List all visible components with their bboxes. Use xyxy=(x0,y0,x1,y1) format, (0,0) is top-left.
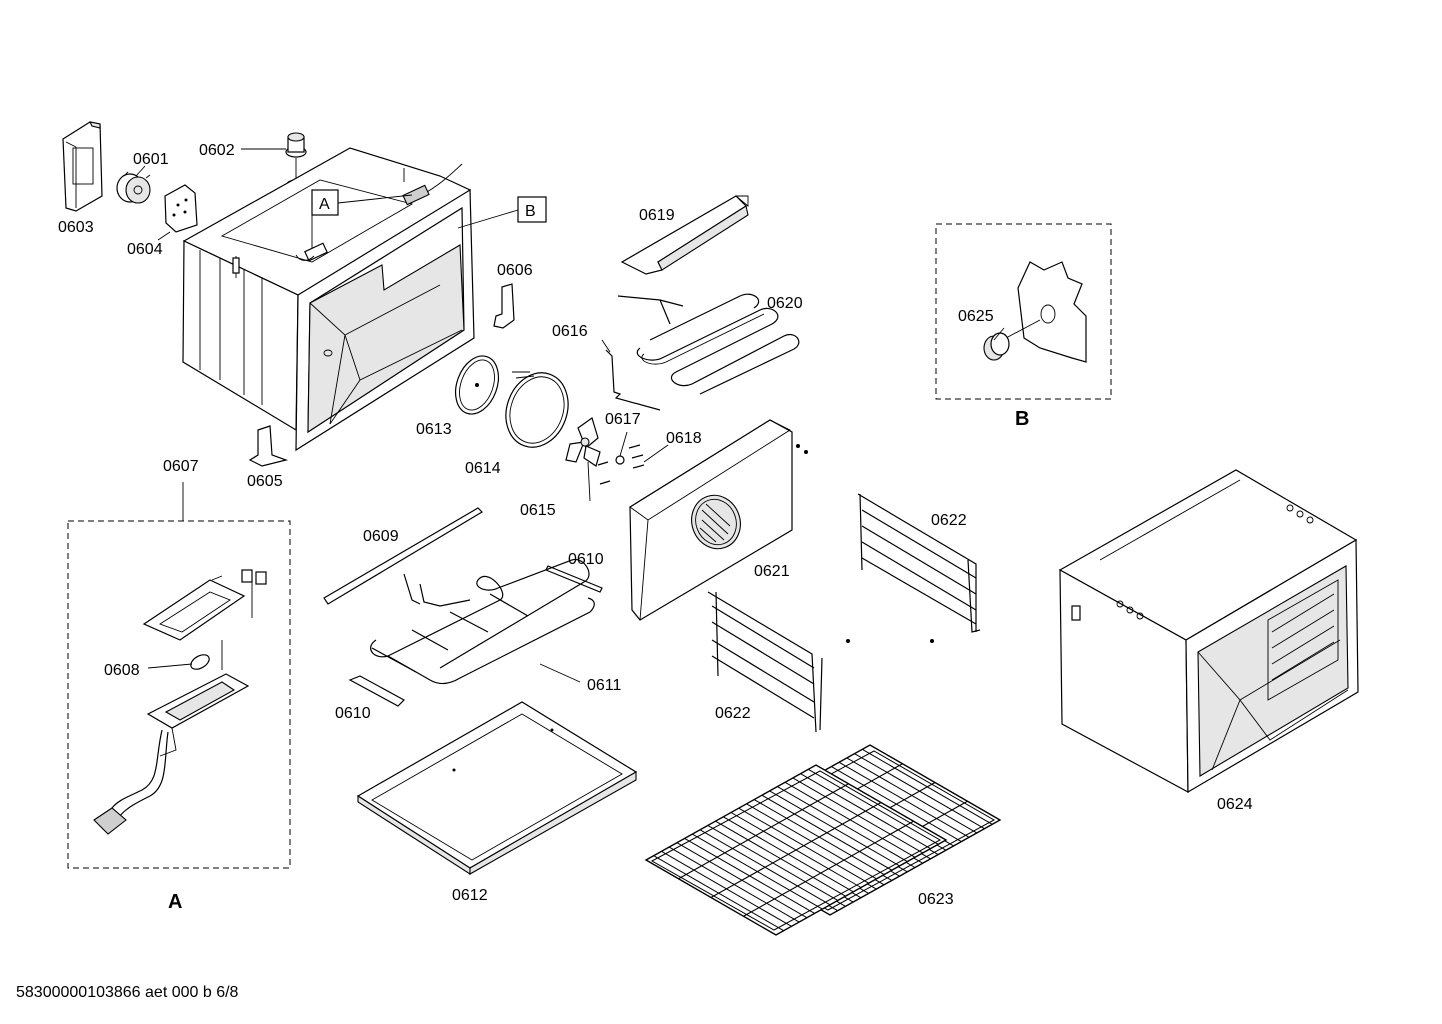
callout-0608: 0608 xyxy=(104,662,140,679)
callout-0610-top: 0610 xyxy=(568,551,604,568)
part-0604-plate xyxy=(164,184,198,233)
document-footer-id: 58300000103866 aet 000 b 6/8 xyxy=(16,984,239,1001)
tag-b-box xyxy=(517,196,547,223)
callout-0622-right: 0622 xyxy=(931,512,967,529)
part-0605-bracket xyxy=(248,425,289,467)
part-0613-fan-cover xyxy=(454,355,500,415)
part-0610-clip-top xyxy=(545,565,603,593)
rack-crossbar xyxy=(678,783,849,880)
part-0623-racks xyxy=(644,744,1002,936)
part-0614-ring-element xyxy=(505,371,569,448)
callout-0605: 0605 xyxy=(247,473,283,490)
part-0612-tray xyxy=(356,701,638,876)
callout-0606: 0606 xyxy=(497,262,533,279)
detail-a-title: A xyxy=(168,891,182,913)
callout-0607: 0607 xyxy=(163,458,199,475)
part-0621-rear-panel xyxy=(629,419,808,621)
rack-crossbar xyxy=(710,802,882,898)
part-0615-fan-blade xyxy=(565,417,601,467)
callout-0613: 0613 xyxy=(416,421,452,438)
callout-0614: 0614 xyxy=(465,460,501,477)
callout-0612: 0612 xyxy=(452,887,488,904)
part-0617-0618-pins xyxy=(597,444,645,485)
detail-b-box xyxy=(935,223,1112,400)
callout-0624: 0624 xyxy=(1217,796,1253,813)
callout-0621: 0621 xyxy=(754,563,790,580)
leader-lines xyxy=(135,148,1005,683)
part-0611-bake-element xyxy=(370,558,595,685)
part-0603-cover xyxy=(62,121,103,212)
callout-0604: 0604 xyxy=(127,241,163,258)
tag-b-label: B xyxy=(525,203,536,220)
callout-0622-left: 0622 xyxy=(715,705,751,722)
part-0620-heating-element xyxy=(617,293,800,395)
tag-b-group: B xyxy=(457,196,547,229)
callout-0609: 0609 xyxy=(363,528,399,545)
callout-0619: 0619 xyxy=(639,207,675,224)
part-0606-bracket xyxy=(493,283,515,329)
callout-0610-bottom: 0610 xyxy=(335,705,371,722)
callout-0601: 0601 xyxy=(133,151,169,168)
callout-0625: 0625 xyxy=(958,308,994,325)
callout-0623: 0623 xyxy=(918,891,954,908)
part-0616-rod xyxy=(605,349,661,411)
part-0609-strip xyxy=(323,507,483,605)
callout-0615: 0615 xyxy=(520,502,556,519)
part-0619-plate xyxy=(620,195,749,275)
part-0622-side-rack-left xyxy=(707,591,850,733)
tag-a-group: A xyxy=(311,189,413,248)
detail-a-box xyxy=(67,482,291,869)
callout-0611: 0611 xyxy=(587,677,622,694)
tag-a-box xyxy=(311,189,339,216)
tag-a-label: A xyxy=(319,196,330,213)
part-0602-sensor xyxy=(285,132,307,189)
callout-0618: 0618 xyxy=(666,430,702,447)
part-oven-housing xyxy=(182,147,475,452)
part-0624-cabinet xyxy=(1058,469,1359,794)
part-0601-motor xyxy=(116,171,151,204)
part-0622-side-rack-right xyxy=(857,493,981,643)
callout-0602: 0602 xyxy=(199,142,235,159)
detail-b-title: B xyxy=(1015,408,1029,430)
callout-0603: 0603 xyxy=(58,219,94,236)
rack-crossbar xyxy=(743,820,914,917)
part-0610-clip-bottom xyxy=(348,675,405,707)
rack-inner-frame xyxy=(650,770,942,931)
callout-0620: 0620 xyxy=(767,295,803,312)
callout-0617: 0617 xyxy=(605,411,641,428)
callout-0616: 0616 xyxy=(552,323,588,340)
